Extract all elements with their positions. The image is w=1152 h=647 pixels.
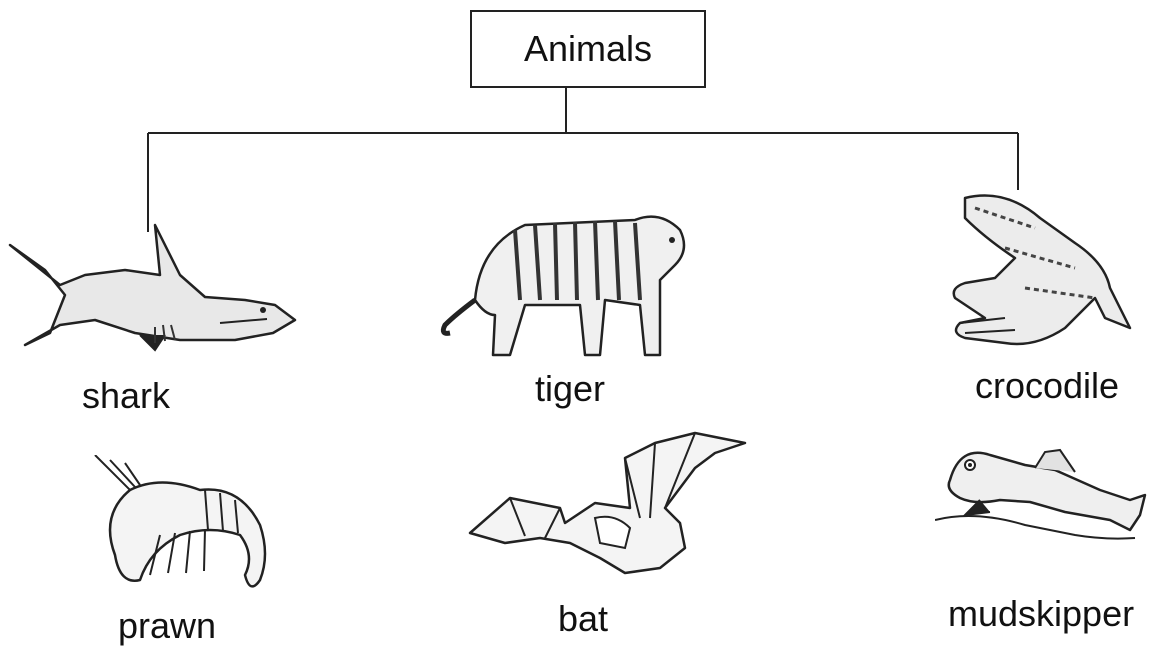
label-tiger: tiger <box>535 368 605 410</box>
label-bat: bat <box>558 598 608 640</box>
crocodile-icon <box>945 188 1140 358</box>
tiger-icon <box>435 205 695 365</box>
prawn-icon <box>90 455 290 605</box>
label-shark: shark <box>82 375 170 417</box>
mudskipper-icon <box>935 440 1150 550</box>
label-mudskipper: mudskipper <box>948 593 1134 635</box>
label-crocodile: crocodile <box>975 365 1119 407</box>
bat-icon <box>465 428 750 583</box>
shark-icon <box>5 215 300 355</box>
root-node: Animals <box>470 10 706 88</box>
root-label: Animals <box>524 28 652 70</box>
